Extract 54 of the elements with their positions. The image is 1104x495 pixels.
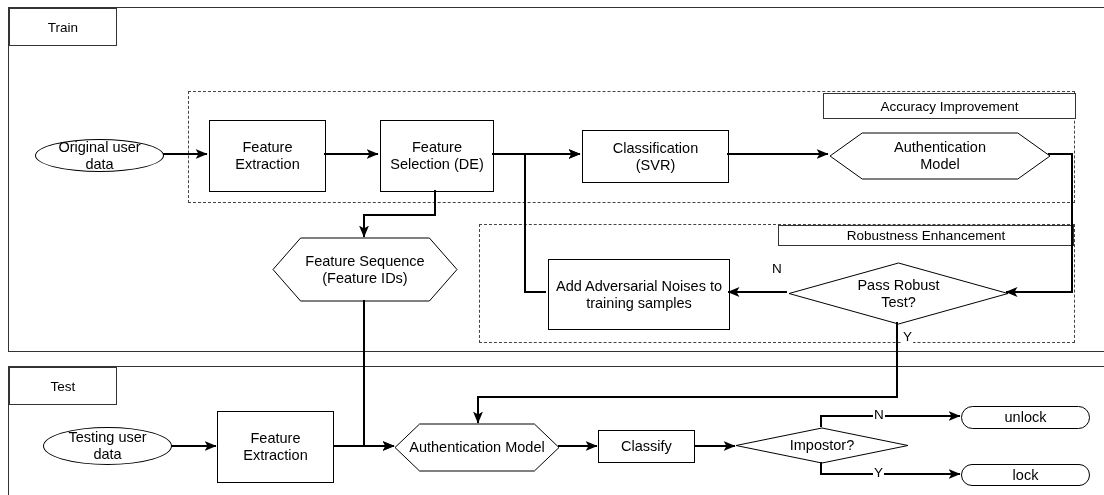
edge-label: Y <box>902 330 913 344</box>
arrow <box>1005 153 1073 297</box>
process-box <box>209 120 326 192</box>
node-label: Pass Robust Test? <box>856 276 941 311</box>
section-label: Train <box>9 8 117 46</box>
hexagon-node <box>830 133 1050 179</box>
node-label: Classification (SVR) <box>611 139 700 174</box>
arrow <box>359 189 436 238</box>
arrow <box>473 321 898 424</box>
arrow <box>557 441 598 451</box>
hexagon-node <box>395 424 559 471</box>
section-label: Test <box>9 367 117 405</box>
node-label: Original user data <box>57 138 142 173</box>
dashed-region <box>188 91 1075 203</box>
node-label: Feature Extraction <box>242 430 309 464</box>
node-label: Feature Selection (DE) <box>389 139 485 173</box>
edge-label: N <box>873 408 885 422</box>
decision-diamond <box>789 263 1008 324</box>
process-box <box>582 130 729 183</box>
node-label: Impostor? <box>789 437 855 454</box>
node-label: Classify <box>621 438 672 455</box>
process-box <box>380 120 494 192</box>
decision-diamond <box>736 428 908 463</box>
edge-label: Y <box>873 466 884 480</box>
arrow <box>820 461 961 479</box>
edge-label: N <box>771 262 783 276</box>
node-label: lock <box>1012 466 1039 484</box>
terminal-node <box>961 464 1090 486</box>
arrow <box>727 287 788 297</box>
process-box <box>548 259 730 330</box>
hexagon-node <box>273 238 457 301</box>
arrow <box>323 149 379 159</box>
process-box <box>598 430 695 463</box>
arrow <box>820 411 961 428</box>
test-panel <box>8 366 1104 495</box>
arrow <box>524 149 581 293</box>
dashed-region <box>479 224 1075 343</box>
arrow <box>332 441 395 451</box>
node-label: Authentication Model <box>409 439 545 456</box>
section-label: Accuracy Improvement <box>823 93 1076 119</box>
node-label: Authentication Model <box>893 139 987 173</box>
node-label: unlock <box>1004 409 1047 426</box>
arrow <box>162 149 208 159</box>
terminal-node <box>961 406 1090 429</box>
node-label: Testing user data <box>67 429 148 463</box>
node-label: Feature Sequence (Feature IDs) <box>304 252 426 287</box>
train-panel <box>8 7 1104 352</box>
arrow <box>170 441 217 451</box>
node-label: Add Adversarial Noises to training samples <box>555 277 723 312</box>
process-box <box>217 411 334 483</box>
arrow <box>693 441 736 451</box>
node-label: Feature Extraction <box>234 139 301 173</box>
arrow <box>726 149 829 159</box>
section-label: Robustness Enhancement <box>778 225 1074 246</box>
